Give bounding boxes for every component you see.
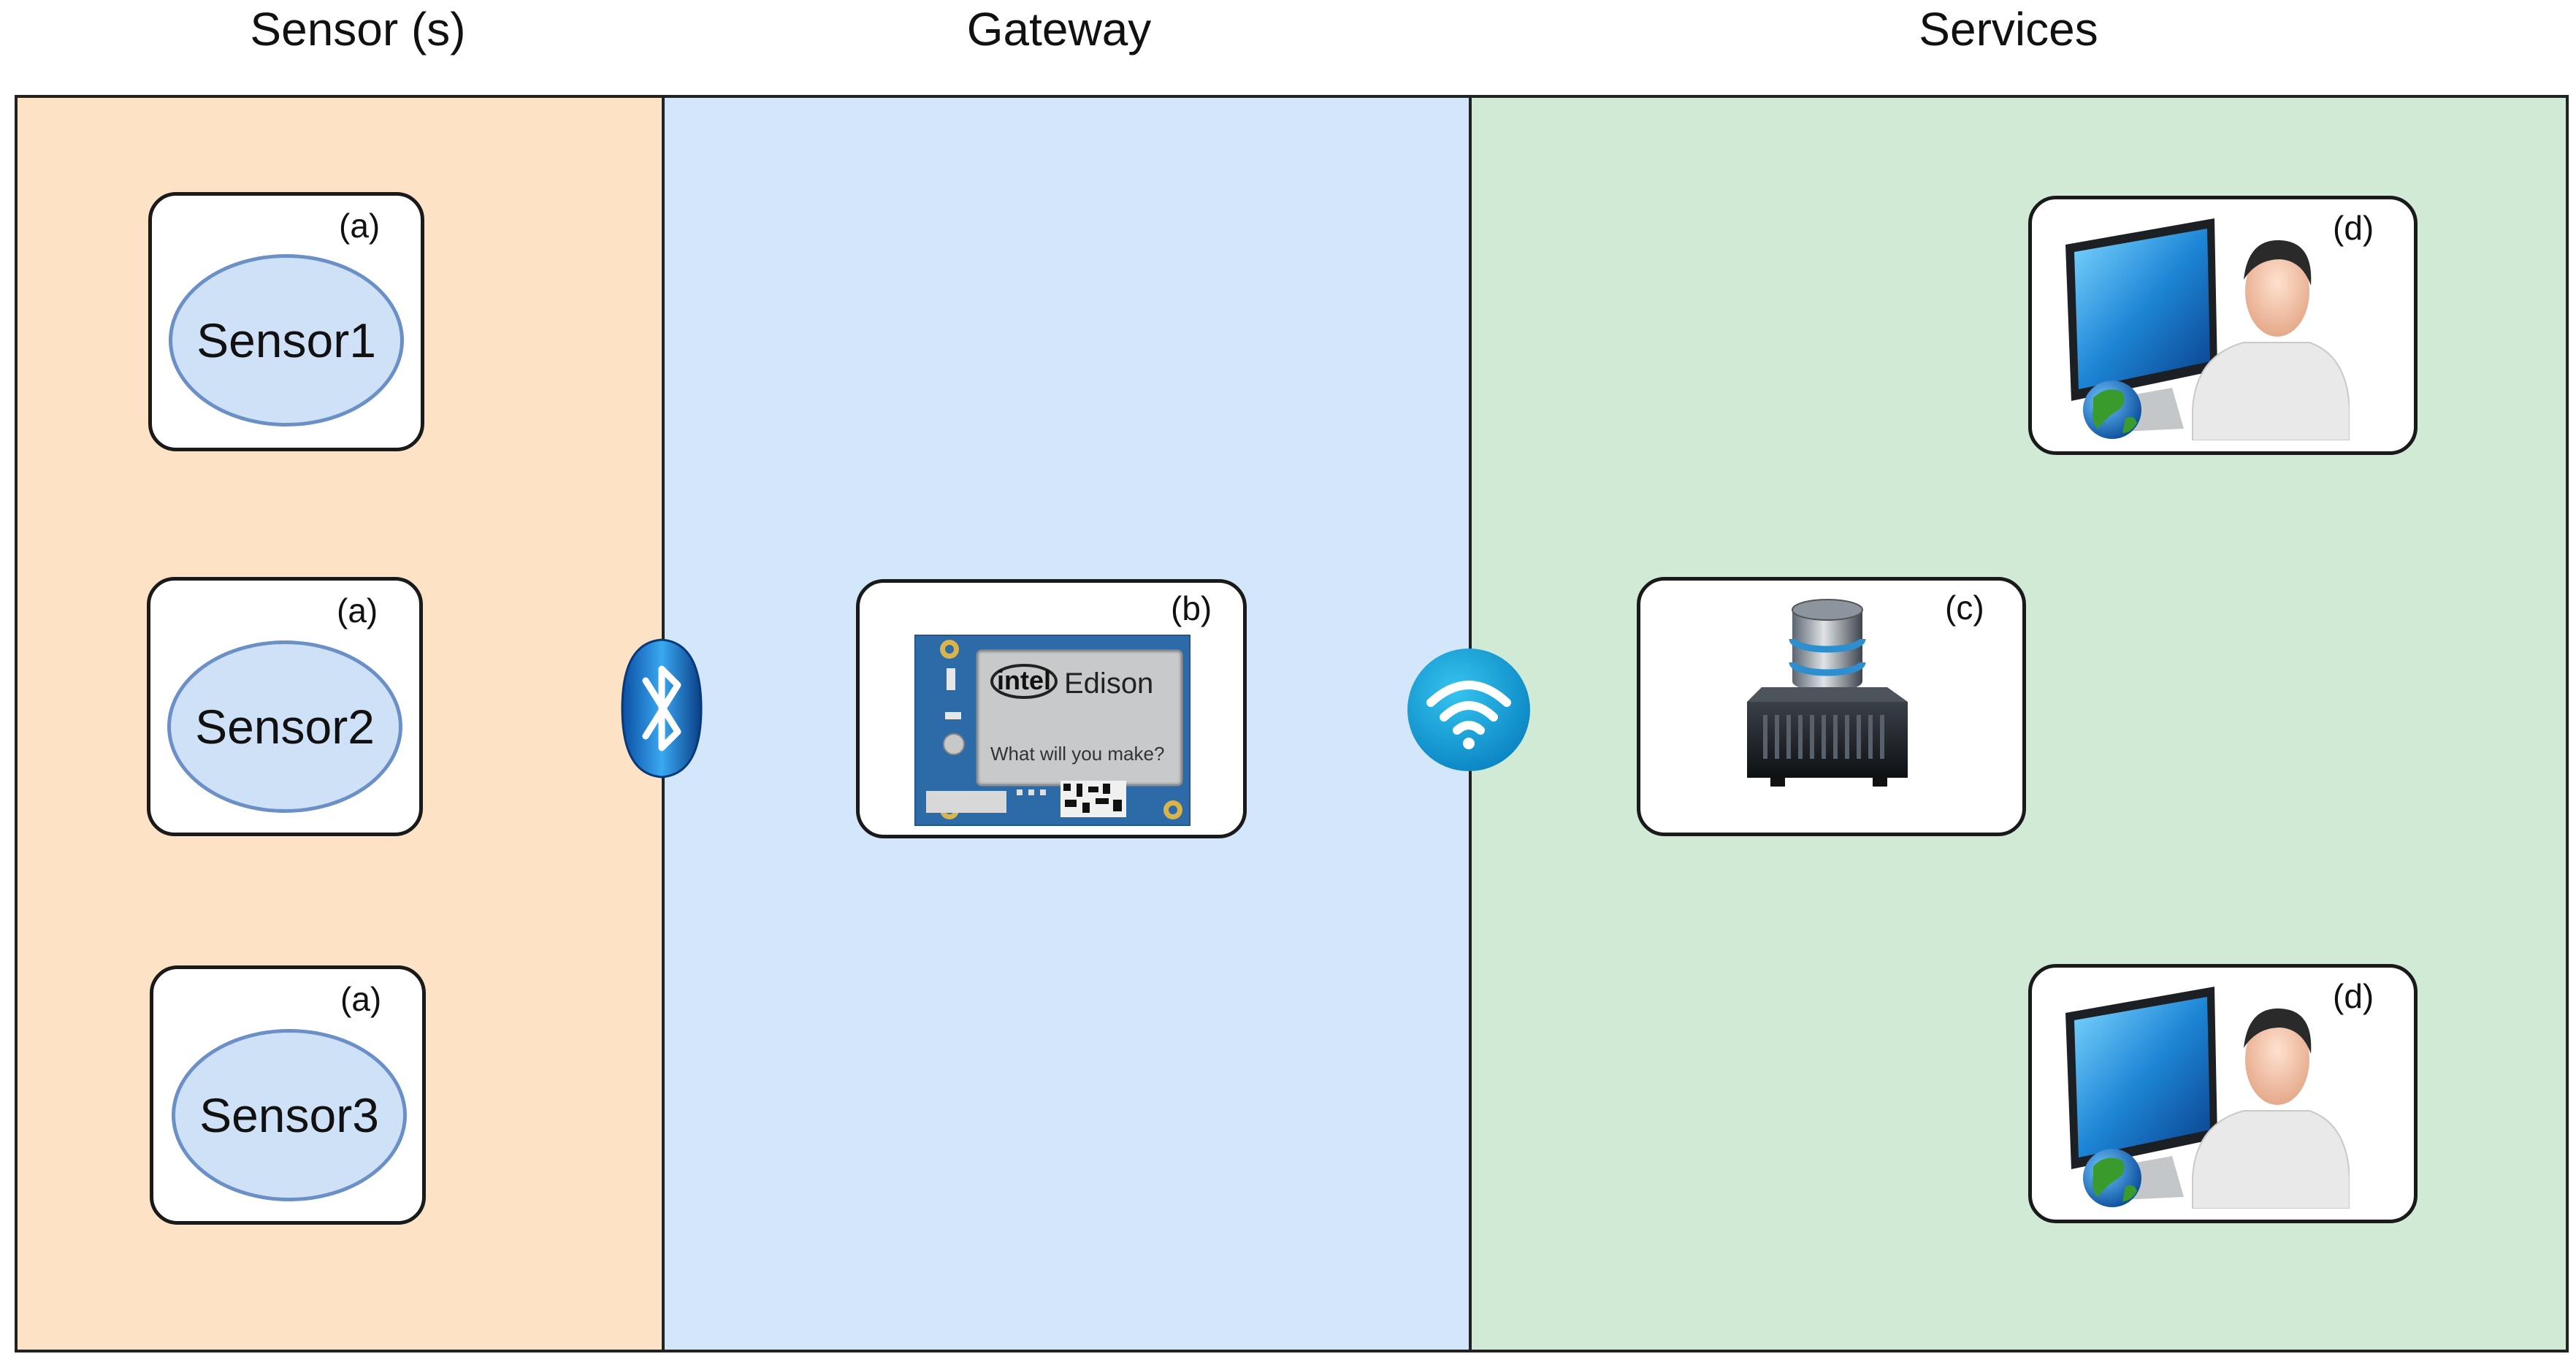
gateway-tag: (b) bbox=[1171, 589, 1212, 627]
server-card: (c) bbox=[1637, 577, 2026, 836]
edison-product: Edison bbox=[1064, 667, 1154, 700]
sensor-2: Sensor2 bbox=[167, 640, 402, 813]
services-title: Services bbox=[1919, 3, 2098, 56]
edison-slogan: What will you make? bbox=[990, 743, 1165, 765]
sensor-card-1: (a) Sensor1 bbox=[148, 192, 424, 451]
server-tag: (c) bbox=[1945, 589, 1984, 627]
web-user-icon bbox=[2061, 213, 2350, 441]
edison-board: intel Edison What will you make? bbox=[913, 633, 1192, 827]
sensor-tag-3: (a) bbox=[340, 980, 382, 1018]
sensor-tag-1: (a) bbox=[339, 207, 381, 245]
gateway-title: Gateway bbox=[966, 3, 1152, 56]
sensor-1: Sensor1 bbox=[169, 254, 404, 426]
bluetooth-icon bbox=[619, 637, 704, 780]
sensors-title: Sensor (s) bbox=[250, 3, 466, 56]
gateway-card: (b) intel Edison What will you make? bbox=[856, 579, 1247, 838]
client-tag-2: (d) bbox=[2333, 977, 2374, 1015]
web-user-icon bbox=[2061, 981, 2350, 1209]
sensor-tag-2: (a) bbox=[337, 592, 378, 630]
client-card-2: (d) bbox=[2028, 964, 2418, 1223]
edison-brand: intel bbox=[997, 665, 1052, 695]
sensor-card-2: (a) Sensor2 bbox=[147, 577, 423, 836]
client-card-1: (d) bbox=[2028, 196, 2418, 455]
wifi-icon bbox=[1404, 646, 1533, 774]
client-tag-1: (d) bbox=[2333, 209, 2374, 247]
sensor-card-3: (a) Sensor3 bbox=[150, 965, 426, 1225]
database-server-icon bbox=[1741, 591, 1909, 794]
sensor-3: Sensor3 bbox=[172, 1029, 407, 1201]
